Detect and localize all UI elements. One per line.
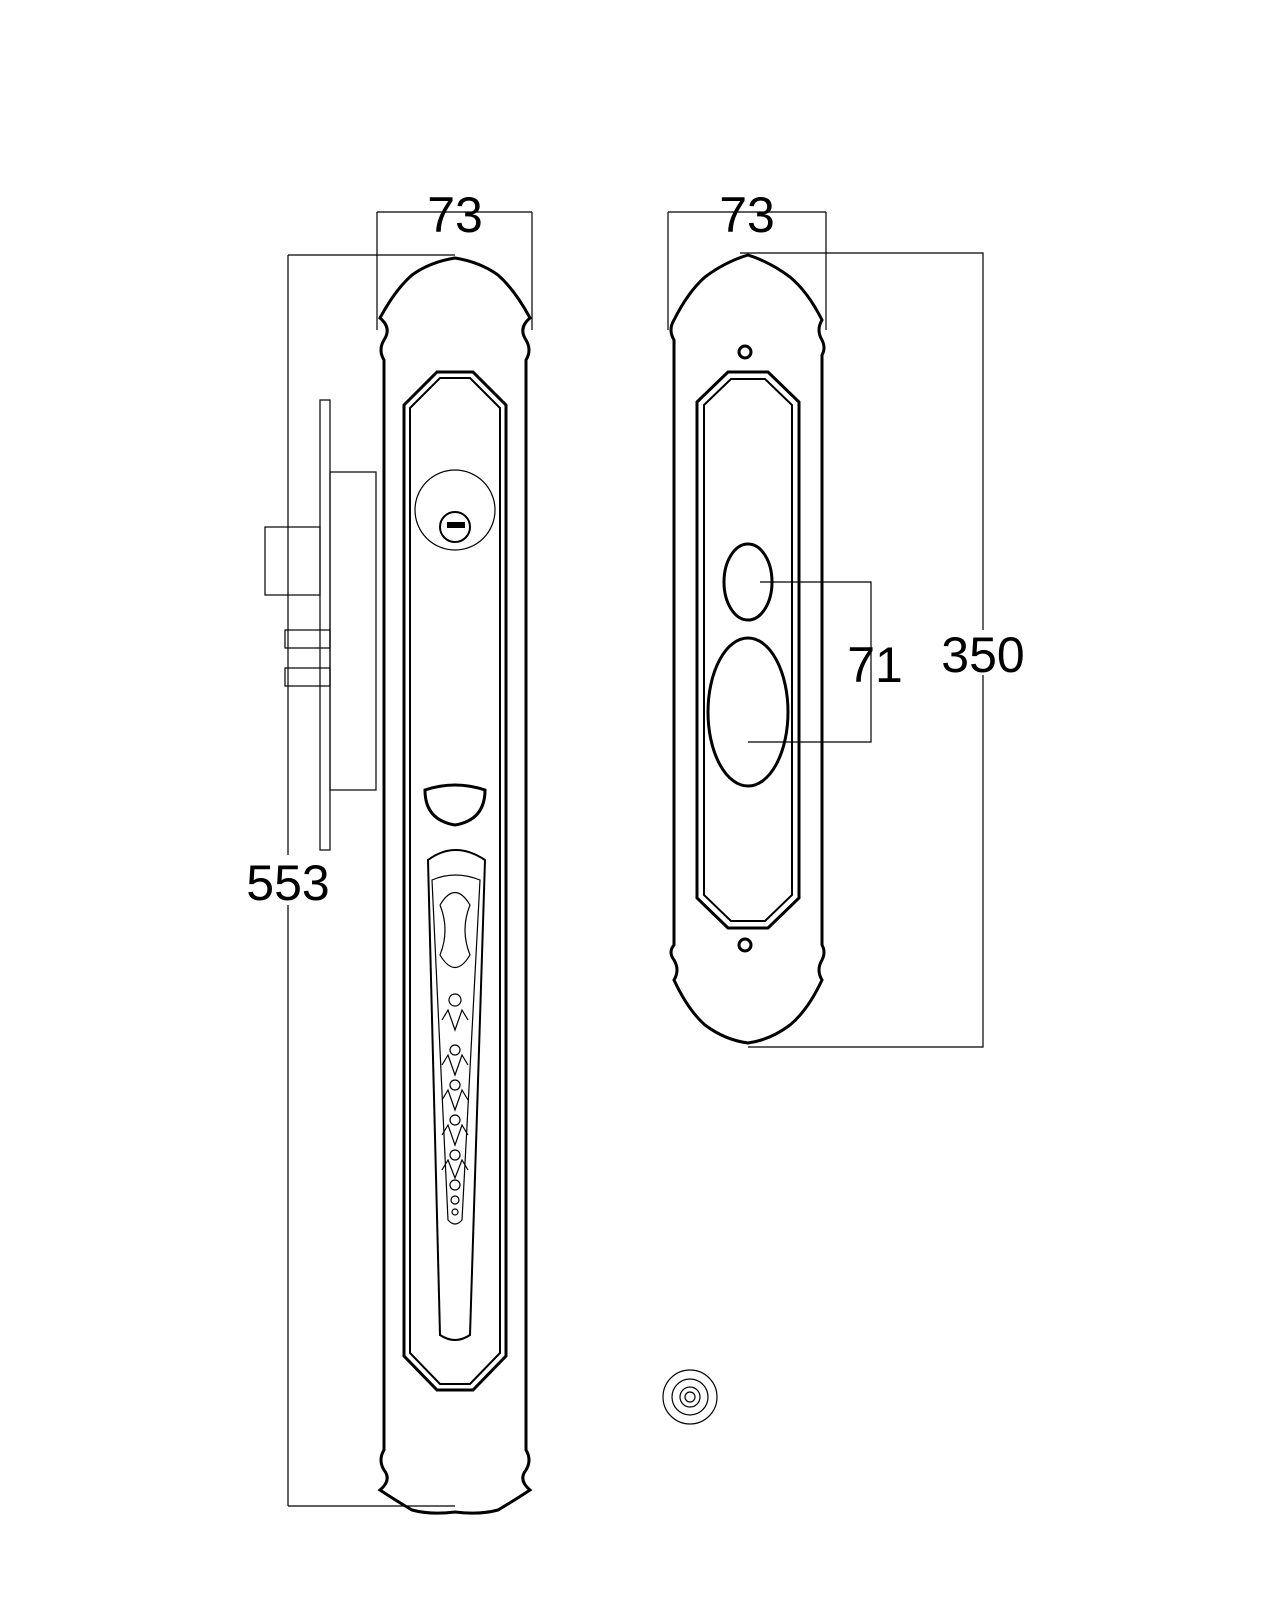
thumb-turn: [423, 783, 487, 827]
handle-hole: [706, 636, 790, 788]
screw-hole-bottom: [737, 937, 753, 953]
screw-hole-top: [737, 344, 753, 360]
key-cylinder: [414, 469, 496, 551]
back-escutcheon-plate: [669, 253, 826, 1045]
mortise-lock-body: [264, 399, 377, 851]
back-height-dimension: 350: [740, 252, 1030, 1048]
hole-spacing-label: 71: [847, 637, 903, 693]
front-width-label: 73: [427, 187, 483, 243]
rosette-knob: [662, 1369, 718, 1425]
front-height-dimension: 553: [240, 254, 455, 1507]
front-width-dimension: 73: [376, 187, 533, 330]
back-width-dimension: 73: [667, 187, 827, 330]
hole-spacing-dimension: 71: [748, 581, 903, 743]
handle-grip: [426, 849, 487, 1341]
front-height-label: 553: [246, 855, 329, 911]
back-height-label: 350: [941, 627, 1024, 683]
front-escutcheon-plate: [377, 256, 533, 1515]
back-width-label: 73: [719, 187, 775, 243]
